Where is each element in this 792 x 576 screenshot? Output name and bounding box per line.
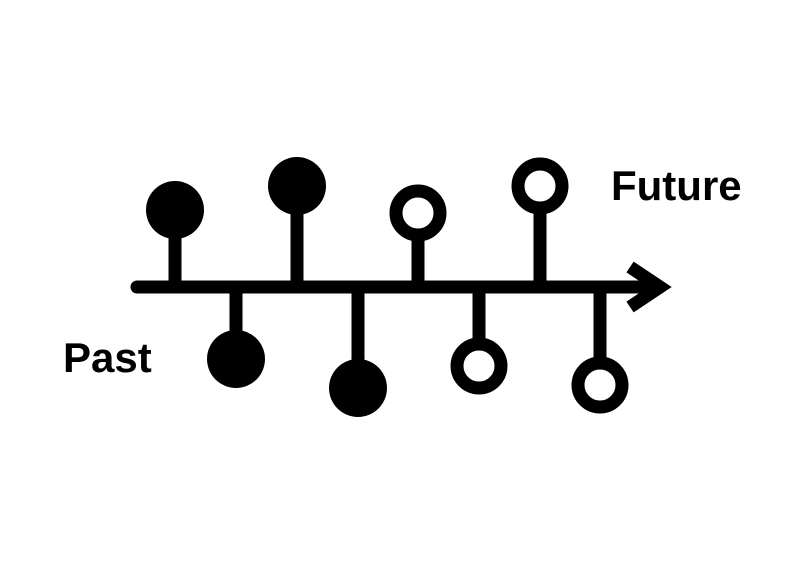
filled-circle-marker [329, 359, 387, 417]
hollow-circle-marker [511, 157, 569, 215]
future-label: Future [611, 162, 742, 209]
filled-circle-marker [268, 157, 326, 215]
timeline-marker-1 [146, 181, 204, 287]
hollow-circle-marker [571, 356, 629, 414]
past-label: Past [63, 334, 152, 381]
timeline-marker-6 [450, 287, 508, 395]
timeline-marker-3 [268, 157, 326, 287]
filled-circle-marker [207, 330, 265, 388]
hollow-circle-marker [389, 184, 447, 242]
timeline-marker-2 [207, 287, 265, 388]
timeline-marker-4 [329, 287, 387, 417]
timeline-marker-8 [571, 287, 629, 414]
hollow-circle-marker [450, 337, 508, 395]
filled-circle-marker [146, 181, 204, 239]
timeline-events [146, 157, 629, 417]
timeline-marker-7 [511, 157, 569, 287]
timeline-marker-5 [389, 184, 447, 287]
timeline-arrowhead [626, 261, 672, 313]
